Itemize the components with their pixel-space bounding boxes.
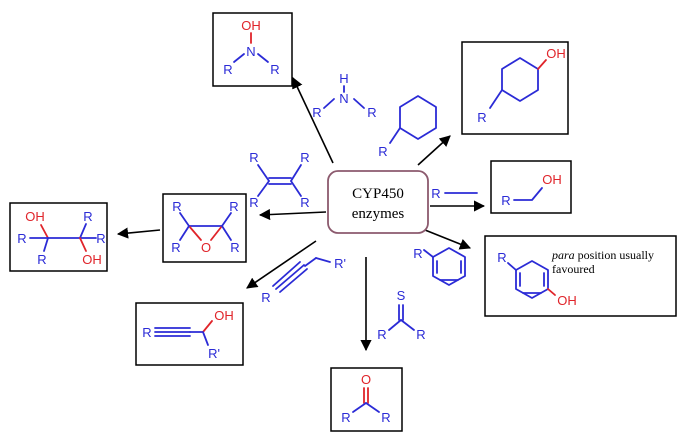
atom-label: R: [416, 327, 425, 342]
atom-label: R: [17, 231, 26, 246]
atom-label: R: [312, 105, 321, 120]
atom-label: R: [230, 240, 239, 255]
atom-label: R: [477, 110, 486, 125]
atom-label: H: [339, 71, 348, 86]
substrate-alkyne: R R': [261, 256, 346, 305]
atom-label: OH: [557, 293, 577, 308]
atom-label: O: [361, 372, 371, 387]
atom-label: R: [270, 62, 279, 77]
atom-label: R: [142, 325, 151, 340]
atom-label: R: [501, 193, 510, 208]
atom-label: R: [377, 327, 386, 342]
atom-label: R: [172, 199, 181, 214]
center-enzyme-box: CYP450 enzymes: [327, 170, 429, 234]
substrate-thioketone: S R R: [377, 288, 425, 342]
para-word: para: [551, 248, 575, 262]
atom-label: OH: [546, 46, 566, 61]
atom-label: R: [37, 252, 46, 267]
product-vicinal-diol: OH R R R R OH: [9, 202, 108, 272]
atom-label: R: [413, 246, 422, 261]
product-box: [135, 302, 244, 366]
para-note-line1: para position usually: [551, 248, 654, 262]
product-box: [162, 193, 247, 263]
atom-label: R: [249, 195, 258, 210]
atom-label: OH: [241, 18, 261, 33]
product-box: [9, 202, 108, 272]
center-box-frame: [327, 170, 429, 234]
atom-label: OH: [82, 252, 102, 267]
product-para-phenol: R OH para position usually favoured: [484, 235, 677, 317]
para-note-rest: position usually: [578, 248, 654, 262]
arrow-to-hydroxylamine: [292, 76, 334, 164]
atom-label: R: [497, 250, 506, 265]
atom-label: N: [339, 91, 348, 106]
product-ketone: O R R: [330, 367, 403, 432]
product-primary-alcohol: R OH: [490, 160, 572, 214]
atom-label: S: [397, 288, 406, 303]
arrow-to-cyclohexanol: [417, 135, 451, 166]
atom-label: R: [261, 290, 270, 305]
atom-label: R: [249, 150, 258, 165]
atom-label: R: [367, 105, 376, 120]
atom-label: R': [208, 346, 220, 361]
product-epoxide: O R R R R: [162, 193, 247, 263]
atom-label: R: [378, 144, 387, 159]
atom-label: R: [83, 209, 92, 224]
atom-label: R: [381, 410, 390, 425]
arrow-to-epoxide: [258, 208, 327, 221]
product-hydroxylamine: OH N R R: [212, 12, 293, 87]
atom-label: R: [229, 199, 238, 214]
product-propargyl-alcohol: R OH R': [135, 302, 244, 366]
atom-label: OH: [542, 172, 562, 187]
substrate-alkyl-methyl: R: [431, 186, 478, 201]
atom-label: R: [171, 240, 180, 255]
product-box: [461, 41, 569, 135]
product-box: [330, 367, 403, 432]
atom-label: R: [341, 410, 350, 425]
product-box: [490, 160, 572, 214]
atom-label: OH: [25, 209, 45, 224]
atom-label: R: [300, 195, 309, 210]
atom-label: OH: [214, 308, 234, 323]
atom-label: R: [223, 62, 232, 77]
arrow-to-propargyl-alcohol: [246, 240, 317, 289]
atom-label: R: [431, 186, 440, 201]
atom-label: R: [96, 231, 105, 246]
atom-label: N: [246, 44, 255, 59]
substrate-alkene: R R R R: [249, 150, 309, 210]
center-label-line1: CYP450: [352, 186, 404, 202]
substrate-secondary-amine: R N H R: [312, 71, 376, 120]
substrate-alkylbenzene: R: [413, 246, 466, 286]
arrow-to-diol: [116, 227, 161, 239]
substrate-alkylcyclohexane: R: [378, 95, 437, 159]
product-box: [212, 12, 293, 87]
atom-label: R': [334, 256, 346, 271]
atom-label: O: [201, 240, 211, 255]
product-cyclohexanol: OH R: [461, 41, 569, 135]
para-note-line2: favoured: [552, 262, 595, 276]
atom-label: R: [300, 150, 309, 165]
center-label-line2: enzymes: [352, 206, 405, 222]
